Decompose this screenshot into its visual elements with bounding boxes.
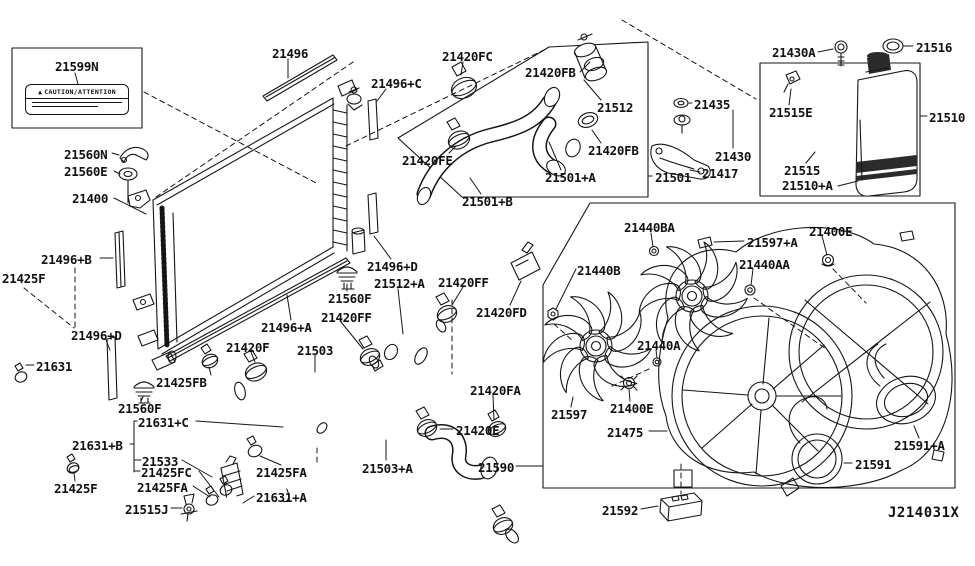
part-label[interactable]: 21512+A [374,276,425,291]
part-label[interactable]: 21501 [655,170,692,185]
fan-mount-hardware [547,245,835,391]
part-label[interactable]: 21400E [610,401,654,416]
part-label[interactable]: 21515J [125,502,169,517]
part-label[interactable]: 21400 [72,191,109,206]
bracket-21592 [659,492,703,522]
hose-clamps [14,61,514,535]
caution-group-box [11,47,143,129]
part-label[interactable]: 21425FA [256,465,307,480]
part-label[interactable]: 21631+A [256,490,307,505]
part-label[interactable]: 21597+A [747,235,798,250]
part-label[interactable]: 21475 [607,425,644,440]
part-label[interactable]: 21631+B [72,438,123,453]
part-label[interactable]: 21440AA [739,257,790,272]
part-label[interactable]: 21501+B [462,194,513,209]
part-label[interactable]: 21430A [772,45,816,60]
part-label[interactable]: 21420FD [476,305,527,320]
fan-21597A [631,237,751,357]
caution-sticker-line [32,106,98,107]
part-label[interactable]: 21420FA [470,383,521,398]
part-label[interactable]: 21420FC [442,49,493,64]
reservoir-tank [778,52,918,197]
part-label[interactable]: 21425FB [156,375,207,390]
part-label[interactable]: 21420F [226,340,270,355]
caution-sticker: ▲ CAUTION/ATTENTION [25,84,129,115]
radiator-core [127,79,366,371]
filler-neck [346,93,362,105]
part-label[interactable]: 21420FF [321,310,372,325]
part-label[interactable]: 21420FE [402,153,453,168]
fan-21597 [535,287,655,407]
diagram-code: J214031X [888,505,960,521]
upper-hose-group-box [397,41,649,198]
part-label[interactable]: 21435 [694,97,731,112]
part-label[interactable]: 21591+A [894,438,945,453]
leader-lines [25,45,928,510]
part-label[interactable]: 21533 [142,454,179,469]
connector-pipe-21512A [368,319,447,372]
part-label[interactable]: 21512 [597,100,634,115]
bracket-clip-21560N [119,146,149,164]
part-label[interactable]: 21425FC [141,465,192,480]
part-label[interactable]: 21496+D [71,328,122,343]
part-label[interactable]: 21510+A [782,178,833,193]
part-label[interactable]: 21599N [55,59,99,74]
fan-motor-21591 [780,396,843,497]
part-label[interactable]: 21503+A [362,461,413,476]
part-label[interactable]: 21430 [715,149,752,164]
lower-radiator-hoses [234,347,519,544]
fan-motor-21591A [866,343,936,425]
bracket-21420FD [510,241,541,281]
upper-radiator-hose [416,33,608,206]
part-label[interactable]: 21597 [551,407,588,422]
part-label[interactable]: 21560F [328,291,372,306]
part-label[interactable]: 21503 [297,343,334,358]
part-label[interactable]: 21592 [602,503,639,518]
part-label[interactable]: 21400E [809,224,853,239]
part-label[interactable]: 21515E [769,105,813,120]
part-label[interactable]: 21440A [637,338,681,353]
warning-triangle-icon: ▲ [38,87,43,96]
part-label[interactable]: 21501+A [545,170,596,185]
part-label[interactable]: 21591 [855,457,892,472]
part-label[interactable]: 21425F [54,481,98,496]
part-label[interactable]: 21420FF [438,275,489,290]
air-seal-strips [106,54,379,401]
part-label[interactable]: 21425FA [137,480,188,495]
part-label[interactable]: 21516 [916,40,953,55]
reservoir-group-box [759,62,921,197]
part-label[interactable]: 21560N [64,147,108,162]
fan-shroud-21475 [658,226,953,489]
part-label[interactable]: 21631 [36,359,73,374]
part-label[interactable]: 21515 [784,163,821,178]
part-label[interactable]: 21420FB [525,65,576,80]
part-label[interactable]: 21496+B [41,252,92,267]
caution-sticker-header: ▲ CAUTION/ATTENTION [26,85,128,99]
part-label[interactable]: 21440B [577,263,621,278]
part-label[interactable]: 21631+C [138,415,189,430]
part-label[interactable]: 21425F [2,271,46,286]
part-label[interactable]: 21560E [64,164,108,179]
part-label[interactable]: 21496+D [367,259,418,274]
part-label[interactable]: 21560F [118,401,162,416]
part-label[interactable]: 21420FB [588,143,639,158]
part-label[interactable]: 21510 [929,110,966,125]
reservoir-drain-hoses [0,294,328,527]
fan-group-box [542,202,956,489]
drain-stub [351,229,366,255]
part-label[interactable]: 21496+C [371,76,422,91]
caution-sticker-line [32,102,122,103]
part-label[interactable]: 21440BA [624,220,675,235]
clip-21515J [180,493,198,522]
water-inlet-bracket-parts [650,97,711,180]
reservoir-cap-and-bolt [834,38,904,67]
caution-sticker-text: CAUTION/ATTENTION [44,87,116,96]
part-label[interactable]: 21420E [456,423,500,438]
part-label[interactable]: 21496 [272,46,309,61]
part-label[interactable]: 21496+A [261,320,312,335]
part-label[interactable]: 21590 [478,460,515,475]
grommet-21560E [118,167,138,204]
part-label[interactable]: 21417 [702,166,739,181]
